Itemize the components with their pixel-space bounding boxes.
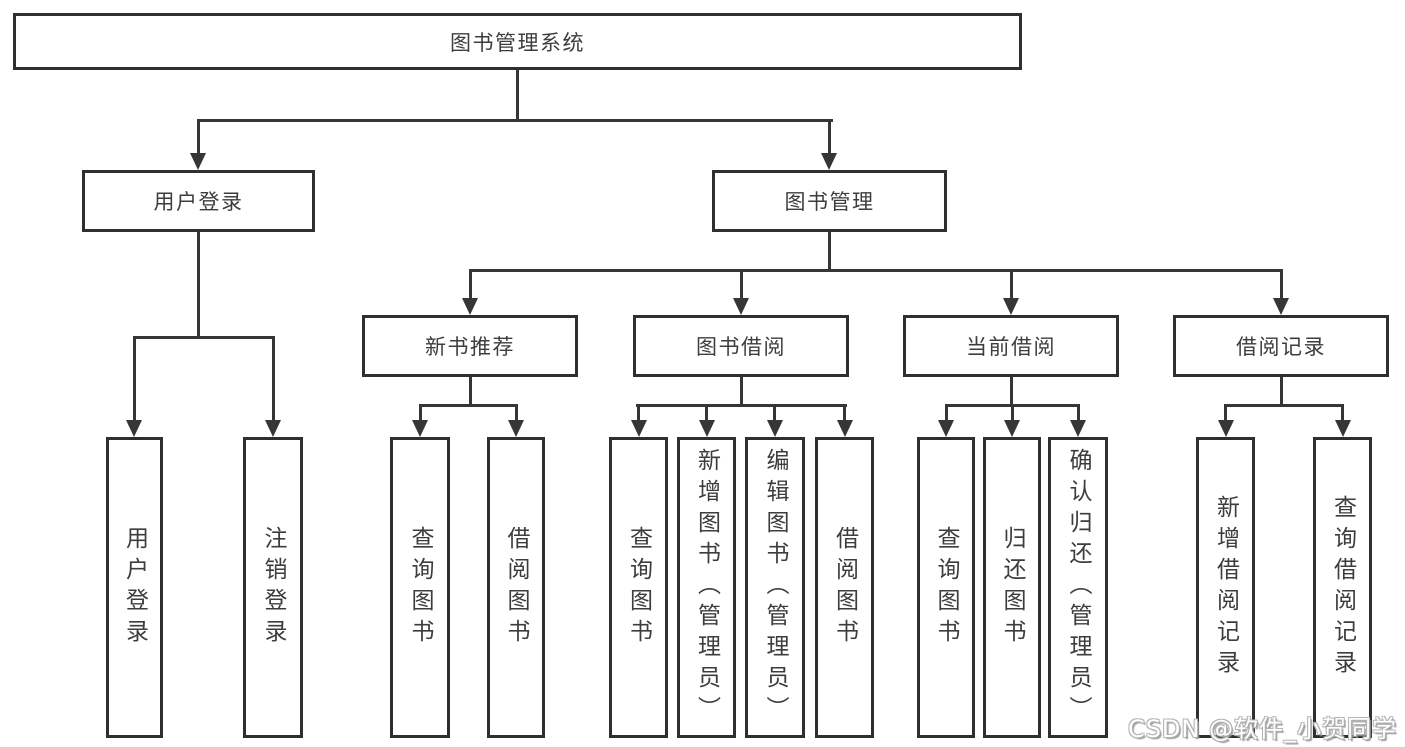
node-add-book-admin: 新增图书（管理员） — [677, 437, 736, 738]
node-new-book-recommend-label: 新书推荐 — [425, 335, 515, 359]
arrowhead-down-icon — [1070, 420, 1086, 437]
arrowhead-down-icon — [767, 420, 783, 437]
arrowhead-down-icon — [1335, 420, 1351, 437]
node-book-borrowing-label: 图书借阅 — [696, 335, 786, 359]
arrowhead-down-icon — [508, 420, 524, 437]
node-confirm-return-admin: 确认归还（管理员） — [1048, 437, 1108, 738]
connector-hline — [636, 404, 847, 407]
node-borrow-books-borrowing-label: 借阅图书 — [831, 525, 858, 650]
node-add-borrow-record: 新增借阅记录 — [1196, 437, 1255, 738]
connector-vline — [1011, 404, 1014, 422]
connector-vline — [197, 119, 200, 155]
node-user-login-label: 用户登录 — [153, 190, 244, 214]
arrowhead-down-icon — [1004, 420, 1020, 437]
node-query-books-borrowing: 查询图书 — [609, 437, 668, 738]
node-borrow-records-label: 借阅记录 — [1236, 335, 1326, 359]
node-root: 图书管理系统 — [13, 13, 1022, 70]
arrowhead-down-icon — [1218, 420, 1234, 437]
connector-vline — [705, 404, 708, 422]
node-query-books-current: 查询图书 — [917, 437, 975, 738]
connector-vline — [1224, 404, 1227, 422]
connector-hline — [1224, 404, 1344, 407]
connector-vline — [637, 404, 640, 422]
node-add-book-admin-label: 新增图书（管理员） — [693, 448, 720, 727]
arrowhead-down-icon — [699, 420, 715, 437]
node-book-management: 图书管理 — [712, 170, 947, 232]
node-query-books-borrowing-label: 查询图书 — [625, 525, 652, 650]
node-query-borrow-record: 查询借阅记录 — [1313, 437, 1372, 738]
arrowhead-down-icon — [938, 420, 954, 437]
node-edit-book-admin: 编辑图书（管理员） — [745, 437, 805, 738]
node-query-borrow-record-label: 查询借阅记录 — [1329, 494, 1356, 681]
connector-vline — [773, 404, 776, 422]
node-current-borrowing: 当前借阅 — [903, 315, 1119, 377]
node-edit-book-admin-label: 编辑图书（管理员） — [762, 448, 788, 727]
arrowhead-down-icon — [126, 420, 142, 437]
csdn-watermark: CSDN @软件_小贺同学 — [1127, 715, 1397, 743]
node-user-login-action-label: 用户登录 — [121, 525, 148, 650]
node-borrow-books-recommend-label: 借阅图书 — [503, 525, 529, 650]
connector-vline — [515, 404, 518, 422]
connector-vline — [469, 377, 472, 407]
node-add-borrow-record-label: 新增借阅记录 — [1212, 494, 1239, 681]
node-user-login: 用户登录 — [82, 170, 315, 232]
arrowhead-down-icon — [821, 153, 837, 170]
connector-vline — [1010, 269, 1013, 300]
node-current-borrowing-label: 当前借阅 — [966, 335, 1056, 359]
connector-vline — [272, 336, 275, 422]
node-book-borrowing: 图书借阅 — [633, 315, 849, 377]
arrowhead-down-icon — [1273, 298, 1289, 315]
connector-vline — [1280, 269, 1283, 300]
connector-vline — [197, 232, 200, 339]
connector-vline — [1077, 404, 1080, 422]
arrowhead-down-icon — [733, 298, 749, 315]
connector-vline — [1010, 377, 1013, 407]
connector-vline — [945, 404, 948, 422]
node-query-books-recommend-label: 查询图书 — [407, 525, 433, 650]
node-query-books-current-label: 查询图书 — [933, 525, 959, 650]
arrowhead-down-icon — [631, 420, 647, 437]
node-confirm-return-admin-label: 确认归还（管理员） — [1065, 448, 1091, 727]
node-logout-action: 注销登录 — [243, 437, 303, 738]
connector-vline — [1280, 377, 1283, 407]
connector-vline — [133, 336, 136, 422]
node-return-books: 归还图书 — [983, 437, 1041, 738]
connector-vline — [419, 404, 422, 422]
connector-vline — [469, 269, 472, 300]
node-root-label: 图书管理系统 — [450, 30, 585, 55]
connector-hline — [419, 404, 518, 407]
node-new-book-recommend: 新书推荐 — [362, 315, 578, 377]
connector-vline — [740, 269, 743, 300]
node-borrow-books-borrowing: 借阅图书 — [815, 437, 874, 738]
arrowhead-down-icon — [837, 420, 853, 437]
connector-hline — [197, 119, 833, 122]
arrowhead-down-icon — [412, 420, 428, 437]
node-borrow-records: 借阅记录 — [1173, 315, 1389, 377]
arrowhead-down-icon — [190, 153, 206, 170]
connector-hline — [469, 269, 1283, 272]
connector-vline — [828, 119, 831, 155]
connector-vline — [828, 232, 831, 272]
connector-vline — [516, 70, 519, 119]
connector-vline — [740, 377, 743, 407]
node-borrow-books-recommend: 借阅图书 — [487, 437, 545, 738]
connector-vline — [843, 404, 846, 422]
arrowhead-down-icon — [462, 298, 478, 315]
connector-hline — [133, 336, 275, 339]
arrowhead-down-icon — [1003, 298, 1019, 315]
arrowhead-down-icon — [265, 420, 281, 437]
connector-vline — [1341, 404, 1344, 422]
node-query-books-recommend: 查询图书 — [390, 437, 450, 738]
node-book-management-label: 图书管理 — [784, 190, 875, 214]
node-return-books-label: 归还图书 — [999, 525, 1025, 650]
node-user-login-action: 用户登录 — [106, 437, 163, 738]
node-logout-action-label: 注销登录 — [260, 525, 286, 650]
